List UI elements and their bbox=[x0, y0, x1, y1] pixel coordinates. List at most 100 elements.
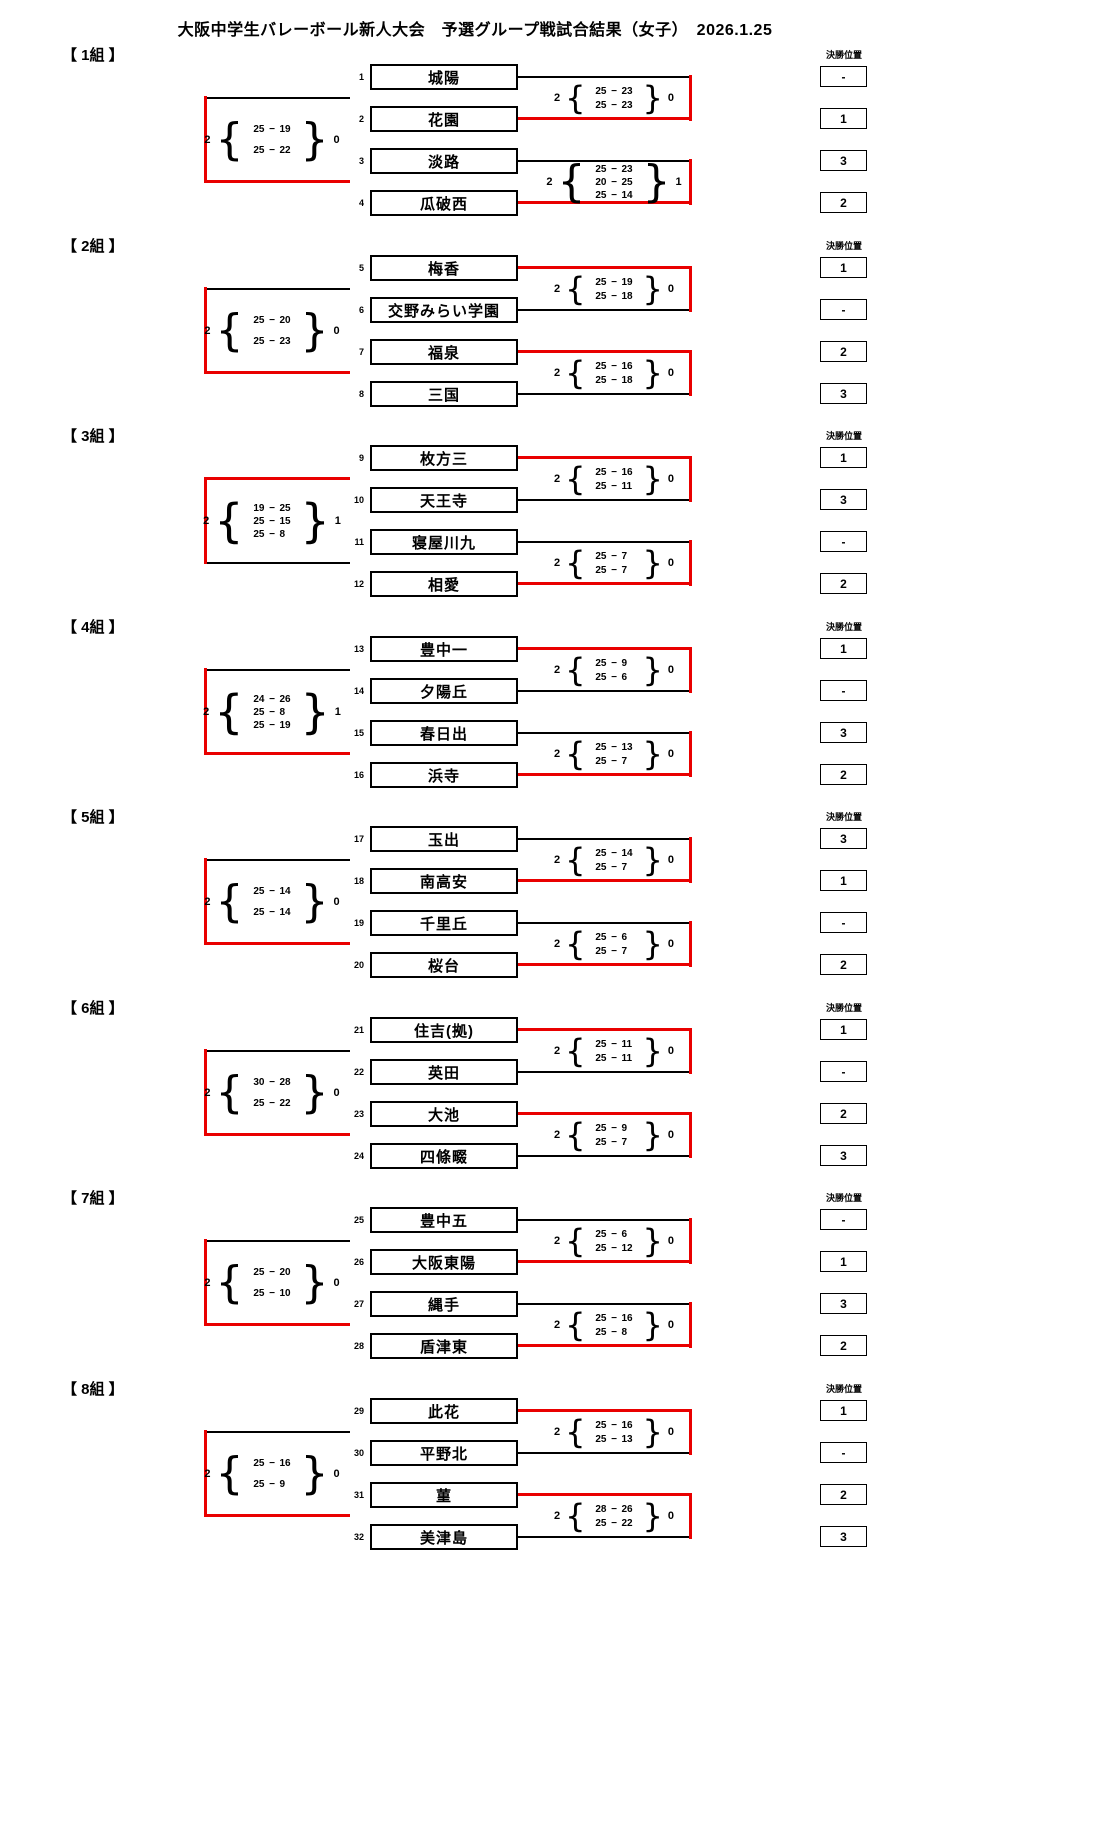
set-dash: − bbox=[611, 564, 617, 576]
final-line-bottom bbox=[205, 562, 350, 564]
set-dash: − bbox=[269, 1098, 275, 1109]
team-number: 2 bbox=[358, 114, 364, 124]
set-score-home: 25 bbox=[595, 1517, 607, 1529]
team-number: 3 bbox=[358, 156, 364, 166]
set-score-home: 25 bbox=[253, 315, 265, 326]
set-score-away: 20 bbox=[279, 1267, 291, 1278]
set-row: 25−8 bbox=[249, 706, 296, 719]
final-position-box: 1 bbox=[820, 638, 867, 659]
team-box: 花園 bbox=[370, 106, 518, 132]
sets-won-left: 2 bbox=[554, 557, 561, 569]
set-score-away: 10 bbox=[279, 1288, 291, 1299]
team-number: 24 bbox=[353, 1151, 364, 1161]
winner-line-horizontal bbox=[518, 1493, 692, 1496]
set-row: 25−16 bbox=[591, 1418, 638, 1432]
set-score-home: 25 bbox=[595, 1136, 607, 1148]
set-score-home: 25 bbox=[253, 886, 265, 897]
winner-line-vertical bbox=[689, 647, 692, 693]
sets-won-left: 2 bbox=[554, 1426, 561, 1438]
sets-won-right: 0 bbox=[667, 748, 674, 760]
final-line-top bbox=[205, 859, 350, 861]
set-row: 25−9 bbox=[591, 656, 638, 670]
set-row: 25−7 bbox=[591, 1135, 638, 1149]
sets-won-left: 2 bbox=[204, 134, 211, 146]
set-score-home: 25 bbox=[253, 528, 265, 540]
final-winner-line-vertical bbox=[204, 96, 207, 183]
set-dash: − bbox=[269, 145, 275, 156]
sets-won-right: 0 bbox=[333, 1087, 340, 1099]
brace-open: { bbox=[565, 79, 586, 117]
team-number: 31 bbox=[353, 1490, 364, 1500]
set-dash: − bbox=[611, 163, 617, 175]
set-row: 25−16 bbox=[591, 1311, 638, 1325]
set-score-away: 26 bbox=[621, 1503, 633, 1515]
team-number: 6 bbox=[358, 305, 364, 315]
brace-open: { bbox=[557, 156, 586, 207]
brace-close: } bbox=[642, 925, 663, 963]
set-row: 25−19 bbox=[249, 719, 296, 732]
winner-line-horizontal bbox=[518, 1409, 692, 1412]
set-row: 25−9 bbox=[591, 1121, 638, 1135]
set-row: 25−10 bbox=[249, 1283, 296, 1304]
set-dash: − bbox=[611, 755, 617, 767]
sets-won-right: 0 bbox=[667, 557, 674, 569]
brace-open: { bbox=[214, 494, 244, 548]
set-row: 25−7 bbox=[591, 754, 638, 768]
sets-won-left: 2 bbox=[204, 325, 211, 337]
winner-line-horizontal bbox=[518, 266, 692, 269]
set-score-home: 25 bbox=[253, 1479, 265, 1490]
group-label: 【 5組 】 bbox=[62, 809, 124, 826]
team-box: 住吉(拠) bbox=[370, 1017, 518, 1043]
set-score-home: 25 bbox=[253, 1267, 265, 1278]
set-dash: − bbox=[611, 1228, 617, 1240]
winner-line-horizontal bbox=[518, 1112, 692, 1115]
final-position-box: 1 bbox=[820, 1019, 867, 1040]
set-score-home: 25 bbox=[595, 360, 607, 372]
sets-won-right: 0 bbox=[333, 134, 340, 146]
final-position-header: 決勝位置 bbox=[825, 622, 862, 632]
final-line-top bbox=[205, 288, 350, 290]
set-score-home: 25 bbox=[595, 466, 607, 478]
set-score-away: 9 bbox=[279, 1479, 286, 1490]
final-winner-line-horizontal bbox=[204, 1514, 350, 1517]
set-score-away: 23 bbox=[621, 85, 633, 97]
set-dash: − bbox=[611, 1312, 617, 1324]
set-score-home: 24 bbox=[253, 693, 265, 705]
set-dash: − bbox=[611, 189, 617, 201]
set-row: 25−8 bbox=[591, 1325, 638, 1339]
final-position-box: 2 bbox=[820, 764, 867, 785]
bracket-line-top bbox=[518, 1219, 692, 1221]
set-row: 25−22 bbox=[249, 140, 296, 161]
set-score-home: 25 bbox=[595, 1122, 607, 1134]
sets-won-left: 2 bbox=[554, 1045, 561, 1057]
set-dash: − bbox=[611, 847, 617, 859]
set-dash: − bbox=[611, 290, 617, 302]
bracket-line-top bbox=[518, 1303, 692, 1305]
bracket-line-bottom bbox=[518, 1071, 692, 1073]
set-row: 19−25 bbox=[249, 502, 296, 515]
set-row: 25−12 bbox=[591, 1241, 638, 1255]
set-dash: − bbox=[269, 1458, 275, 1469]
sets-won-left: 2 bbox=[203, 515, 210, 527]
set-score-home: 25 bbox=[595, 564, 607, 576]
team-box: 交野みらい学園 bbox=[370, 297, 518, 323]
final-winner-line-horizontal bbox=[204, 752, 350, 755]
set-row: 25−9 bbox=[249, 1474, 296, 1495]
set-dash: − bbox=[611, 1326, 617, 1338]
set-score-home: 25 bbox=[595, 163, 607, 175]
set-score-away: 7 bbox=[621, 755, 628, 767]
set-score-away: 14 bbox=[621, 189, 633, 201]
set-score-home: 25 bbox=[595, 1326, 607, 1338]
final-position-box: 3 bbox=[820, 1145, 867, 1166]
set-row: 25−23 bbox=[249, 331, 296, 352]
